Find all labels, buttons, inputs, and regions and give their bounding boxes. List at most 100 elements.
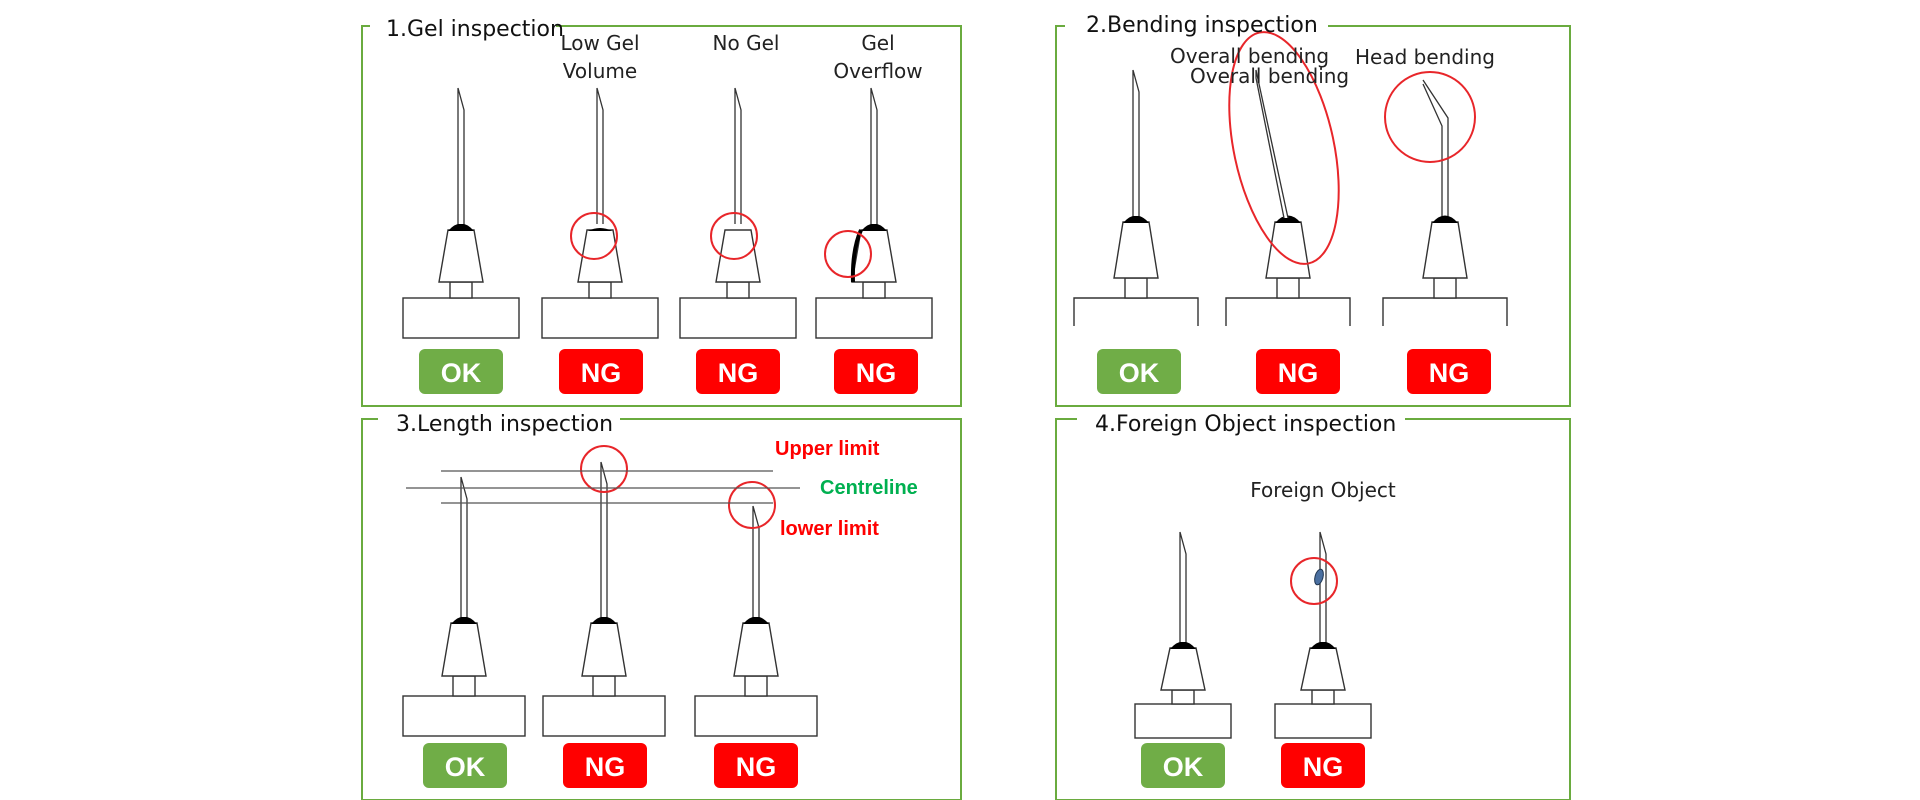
needle-shaft (752, 505, 760, 617)
needle-base (541, 297, 659, 339)
needle-hub (715, 229, 761, 283)
badge-label: NG (736, 752, 777, 782)
needle-hub (1265, 221, 1311, 279)
gel-low-volume-needle (541, 87, 659, 339)
defect-circles (570, 31, 1476, 605)
needle-base (679, 297, 797, 339)
no-gel-label: No Gel (713, 31, 780, 55)
length-panel-title: 3.Length inspection (396, 412, 613, 437)
needle-connector (452, 675, 476, 697)
needle-shaft (734, 87, 742, 224)
foreign-object-label: Foreign Object (1250, 478, 1396, 502)
needle-connector (1171, 689, 1195, 705)
no-gel-defect-circle (710, 212, 758, 260)
needle-base (1382, 297, 1508, 326)
bending-panel-frame (1055, 25, 1571, 407)
needle-drawings (402, 69, 1508, 739)
needle-connector (1433, 277, 1457, 299)
bending-panel-title: 2.Bending inspection (1086, 13, 1318, 38)
needle-shaft (457, 87, 465, 224)
overall-bending-label-overlap: Overall bending (1190, 64, 1349, 88)
guide-lines (406, 470, 800, 504)
gel-dome (591, 616, 617, 624)
needle-hub (733, 622, 779, 677)
badge-label: NG (718, 358, 759, 388)
foreign-ok-needle (1134, 531, 1232, 739)
bending-overall-needle (1225, 69, 1351, 326)
badge-label: NG (1429, 358, 1470, 388)
needle-base (1274, 703, 1372, 739)
gel-overflow-needle (815, 87, 933, 339)
length-lower-needle (694, 505, 818, 737)
gel-no-gel-ng-badge: NG (696, 349, 780, 394)
overall-bending-label: Overall bending (1170, 44, 1329, 68)
gel-panel-frame (361, 25, 962, 407)
gel-dome (743, 616, 769, 624)
gel-overflow-label-line2: Overflow (833, 59, 922, 83)
gel-dome (861, 223, 887, 231)
badge-label: NG (1303, 752, 1344, 782)
low-gel-defect-circle (570, 212, 618, 260)
length-upper-ng-badge: NG (563, 743, 647, 788)
needle-base (542, 695, 666, 737)
gel-dome (451, 616, 477, 624)
needle-connector (1124, 277, 1148, 299)
gel-dome (1170, 641, 1196, 649)
gel-dome (1432, 215, 1458, 223)
foreign-panel-title: 4.Foreign Object inspection (1095, 412, 1396, 437)
foreign-object-defect-circle (1290, 557, 1338, 605)
needle-connector (592, 675, 616, 697)
needle-shaft-bent (1255, 69, 1289, 219)
foreign-ng-badge: NG (1281, 743, 1365, 788)
needle-connector (862, 281, 886, 299)
needle-hub (1113, 221, 1159, 279)
bending-overall-ng-badge: NG (1256, 349, 1340, 394)
needle-connector (744, 675, 768, 697)
gel-dome (1123, 215, 1149, 223)
gel-overflow-label-line1: Gel (861, 31, 894, 55)
needle-hub (441, 622, 487, 677)
gel-dome-low (588, 228, 612, 231)
overflow-defect-circle (824, 230, 872, 278)
gel-no-gel-needle (679, 87, 797, 339)
gel-ok-badge: OK (419, 349, 503, 394)
badge-label: NG (585, 752, 626, 782)
length-ok-badge: OK (423, 743, 507, 788)
needle-connector (1276, 277, 1300, 299)
needle-shaft (870, 87, 878, 224)
needle-connector (1311, 689, 1335, 705)
badge-label: OK (1119, 358, 1160, 388)
lower-limit-label: lower limit (780, 518, 879, 540)
needle-shaft (460, 476, 468, 617)
needle-base (1134, 703, 1232, 739)
needle-shaft-bent-left (1422, 83, 1443, 216)
badge-label: OK (1163, 752, 1204, 782)
bending-ok-needle (1073, 69, 1199, 326)
needle-base (402, 695, 526, 737)
foreign-ok-badge: OK (1141, 743, 1225, 788)
length-upper-needle (542, 461, 666, 737)
gel-dome (448, 223, 474, 231)
upper-limit-defect-circle (580, 445, 628, 493)
overall-bending-defect-ellipse (1228, 31, 1340, 265)
lower-limit-defect-circle (728, 481, 776, 529)
gel-panel-title: 1.Gel inspection (386, 17, 564, 42)
gel-ok-needle (402, 87, 520, 339)
low-gel-label-line1: Low Gel (560, 31, 639, 55)
gel-dome (1275, 215, 1301, 223)
needle-base (1073, 297, 1199, 326)
needle-hub (581, 622, 627, 677)
foreign-ng-needle (1274, 531, 1372, 739)
bending-head-needle (1382, 79, 1508, 326)
needle-base (1225, 297, 1351, 326)
badge-label: NG (856, 358, 897, 388)
foreign-object-blob (1314, 568, 1324, 586)
length-lower-ng-badge: NG (714, 743, 798, 788)
needle-connector (726, 281, 750, 299)
needle-connector (588, 281, 612, 299)
panel-frames (361, 25, 1571, 800)
needle-hub (1160, 647, 1206, 691)
needle-shaft-bent-right (1422, 79, 1449, 216)
badge-label: NG (1278, 358, 1319, 388)
